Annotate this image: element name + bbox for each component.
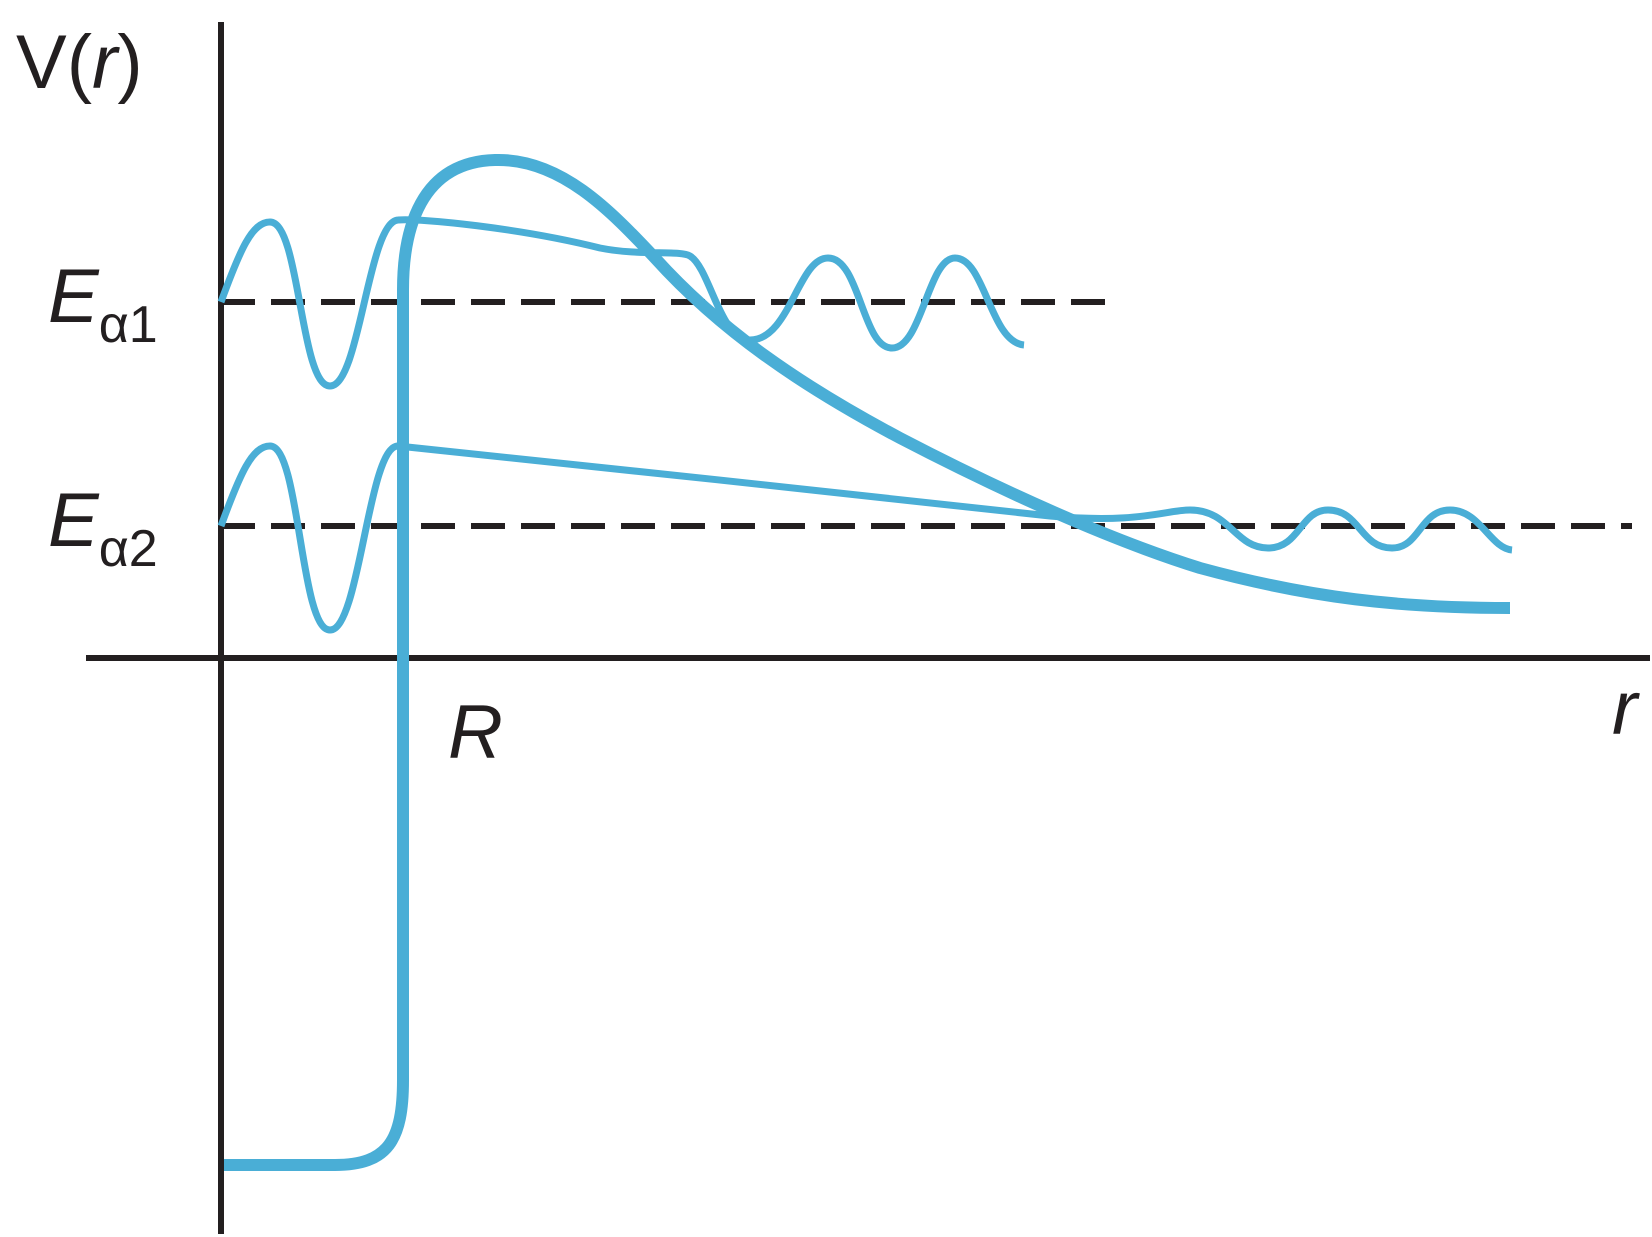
wavefunction-energy-2 [217,442,1513,634]
wavefunction-energy-1 [217,216,1025,390]
energy-level-1-symbol: E [48,254,100,339]
potential-curve [224,153,1511,1171]
y-axis-label-close: ) [117,20,142,105]
x-axis-label: r [1612,666,1640,751]
energy-level-2-subscript: α2 [99,520,158,578]
y-axis-label-v: V( [16,20,92,105]
nuclear-radius-label: R [448,690,503,775]
energy-level-1-label: Eα1 [48,254,158,354]
y-axis-label-r: r [92,20,120,105]
y-axis-label: V(r) [16,20,143,105]
energy-level-2-symbol: E [48,478,100,563]
energy-level-2-label: Eα2 [48,478,158,578]
energy-level-1-subscript: α1 [99,296,158,354]
